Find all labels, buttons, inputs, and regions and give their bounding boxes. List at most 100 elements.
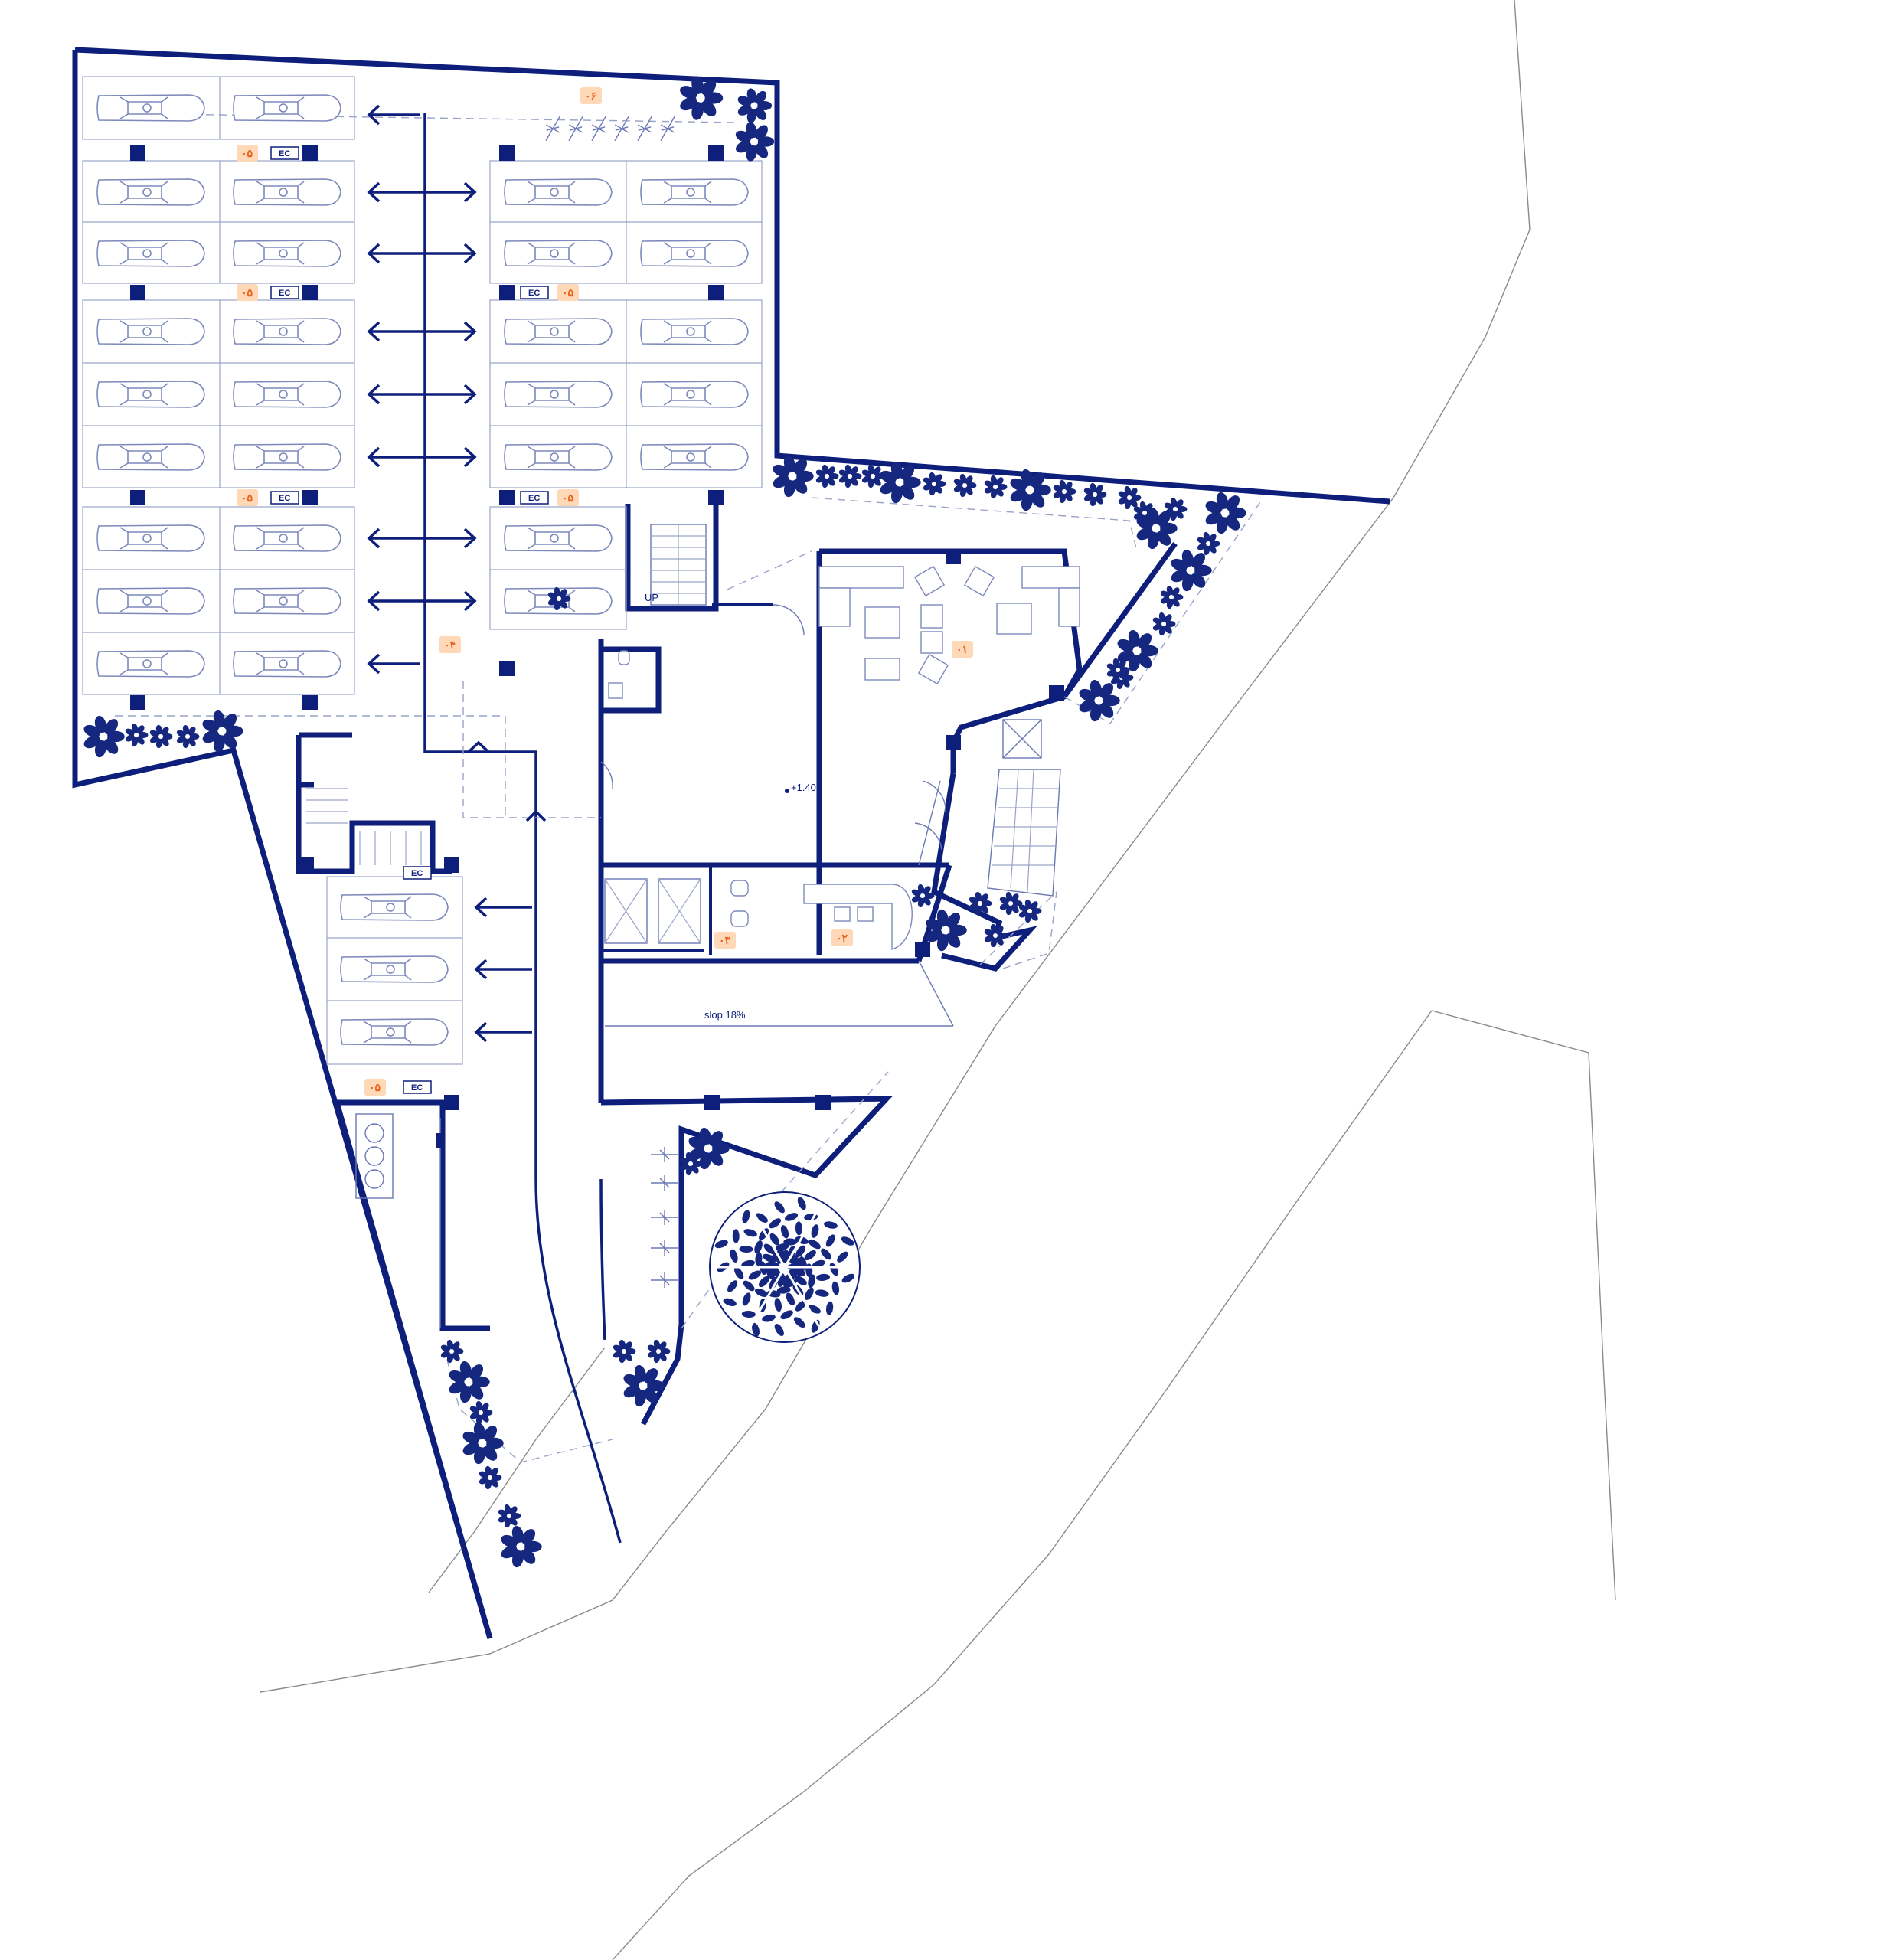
shrub (737, 88, 773, 123)
column (499, 661, 515, 676)
tag-05-c: ۰۵ (237, 489, 258, 506)
shrub (969, 891, 992, 916)
shrub (999, 891, 1023, 916)
shrub (1164, 497, 1188, 521)
elevators (601, 650, 749, 956)
shrub (911, 884, 935, 908)
car (233, 587, 341, 615)
shrub (1106, 658, 1130, 682)
car (504, 524, 613, 552)
parking-bays (82, 76, 763, 1065)
car (504, 443, 613, 471)
column (1049, 685, 1064, 701)
shrub (984, 475, 1008, 499)
shrub (880, 461, 921, 504)
car (640, 178, 749, 206)
shrub (501, 1525, 542, 1568)
planting (83, 76, 1246, 1568)
car (340, 956, 449, 983)
svg-text:۰۵: ۰۵ (562, 492, 574, 504)
ec-label: EC (270, 286, 299, 299)
car (233, 318, 341, 345)
stair-label: UP (645, 592, 658, 603)
column (302, 490, 318, 505)
column (499, 285, 515, 300)
ec-label: EC (403, 866, 432, 880)
svg-text:۰۵: ۰۵ (562, 286, 574, 299)
car (96, 178, 205, 206)
column (499, 490, 515, 505)
tag-04: ۰۴ (439, 636, 461, 653)
column (708, 490, 724, 505)
shrub (202, 710, 243, 753)
shrub (688, 1127, 730, 1170)
shrub (1205, 492, 1246, 534)
car (340, 893, 449, 921)
column (130, 285, 145, 300)
car (504, 318, 613, 345)
column (444, 858, 459, 873)
car (640, 318, 749, 345)
car (504, 240, 613, 267)
ec-label: EC (520, 491, 549, 505)
svg-text:۰۵: ۰۵ (241, 492, 253, 504)
column (302, 145, 318, 161)
car (233, 94, 341, 122)
shrub (1053, 479, 1076, 504)
tag-05-b: ۰۵ (237, 284, 258, 301)
car (96, 318, 205, 345)
shrub (462, 1422, 504, 1465)
svg-text:EC: EC (528, 289, 540, 298)
car (96, 524, 205, 552)
column (946, 549, 961, 564)
car (640, 240, 749, 267)
shrub (125, 723, 149, 747)
car (96, 587, 205, 615)
car (96, 381, 205, 408)
ec-label: EC (520, 286, 549, 299)
shrub (735, 122, 775, 162)
shrub (449, 1361, 490, 1403)
main-stair: UP (645, 524, 707, 606)
column (708, 145, 724, 161)
lane-arrows (367, 104, 547, 1043)
car (504, 381, 613, 408)
dashed-lines (114, 113, 1264, 1463)
car (233, 381, 341, 408)
column (708, 285, 724, 300)
tag-05-d: ۰۵ (557, 284, 579, 301)
shrub (1117, 629, 1158, 672)
tag-05-f: ۰۵ (364, 1079, 386, 1096)
shrub (815, 464, 839, 488)
shrub (623, 1364, 665, 1407)
service-units (355, 1113, 442, 1328)
shrub (469, 1400, 493, 1425)
car (233, 650, 341, 678)
tag-05-e: ۰۵ (557, 489, 579, 506)
column (704, 1095, 720, 1110)
car (96, 94, 205, 122)
level-label: +1.40 (791, 782, 816, 793)
shrub (923, 472, 946, 496)
svg-text:۰۳: ۰۳ (719, 934, 731, 946)
column (302, 695, 318, 710)
ec-label: EC (270, 491, 299, 505)
tag-06: ۰۶ (580, 87, 602, 104)
svg-text:۰۵: ۰۵ (241, 286, 253, 299)
car (233, 240, 341, 267)
ramp: slop 18% (605, 960, 954, 1027)
shrub (498, 1504, 521, 1528)
shrub (926, 909, 967, 952)
parked-cars (96, 94, 749, 1046)
shrub (83, 715, 125, 758)
bike-rack (545, 116, 678, 1288)
column (130, 490, 145, 505)
svg-text:EC: EC (528, 494, 540, 503)
car (504, 178, 613, 206)
shrub (1197, 531, 1220, 556)
lobby-furniture (600, 565, 1080, 950)
svg-text:EC: EC (279, 289, 290, 298)
column (130, 145, 145, 161)
svg-text:EC: EC (279, 494, 290, 503)
